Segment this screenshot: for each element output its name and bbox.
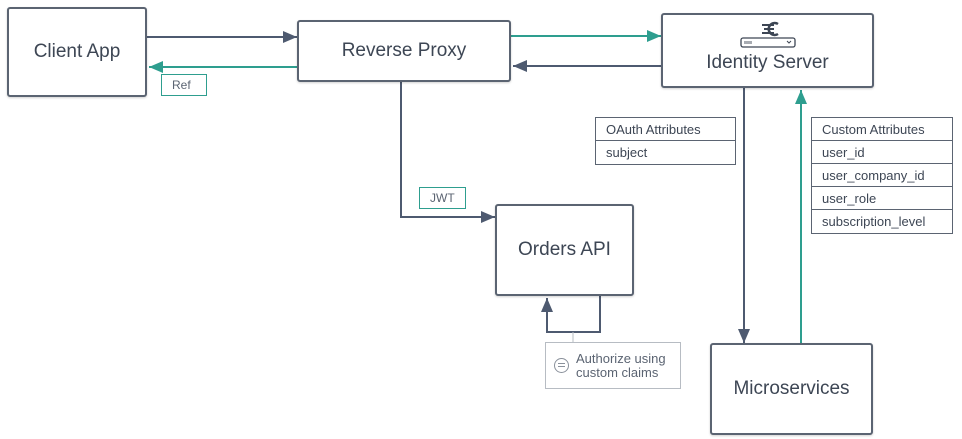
wire-proxy-to-orders <box>400 82 495 223</box>
jwt-token-tag: JWT <box>419 187 466 209</box>
oauth-attributes-title: OAuth Attributes <box>596 118 735 141</box>
custom-attribute-row: user_company_id <box>812 164 952 187</box>
microservices-label: Microservices <box>733 378 850 399</box>
wire-orders-self-loop <box>541 296 601 333</box>
microservices-node[interactable]: Microservices <box>710 343 873 435</box>
jwt-token-label: JWT <box>430 191 455 205</box>
custom-attribute-row: user_role <box>812 187 952 210</box>
note-icon <box>554 358 569 373</box>
oauth-attributes-table: OAuth Attributes subject <box>595 117 736 165</box>
reverse-proxy-node[interactable]: Reverse Proxy <box>297 20 511 82</box>
custom-attributes-table: Custom Attributes user_id user_company_i… <box>811 117 953 234</box>
orders-api-node[interactable]: Orders API <box>495 204 634 296</box>
identity-server-label: Identity Server <box>706 52 829 73</box>
reverse-proxy-label: Reverse Proxy <box>341 40 467 61</box>
oauth-attribute-row: subject <box>606 145 648 160</box>
ref-token-label: Ref <box>172 78 191 92</box>
client-app-label: Client App <box>33 41 121 62</box>
orders-api-label: Orders API <box>518 239 611 260</box>
custom-attribute-row: user_id <box>812 141 952 164</box>
note-line-2: custom claims <box>576 364 659 380</box>
note-line-1: Authorize using <box>576 350 666 366</box>
custom-attributes-title: Custom Attributes <box>812 118 952 141</box>
client-app-node[interactable]: Client App <box>7 7 147 97</box>
ref-token-tag: Ref <box>161 74 207 96</box>
authorize-note: Authorize using custom claims <box>545 342 681 389</box>
server-icon <box>740 21 796 48</box>
custom-attribute-row: subscription_level <box>822 214 926 229</box>
